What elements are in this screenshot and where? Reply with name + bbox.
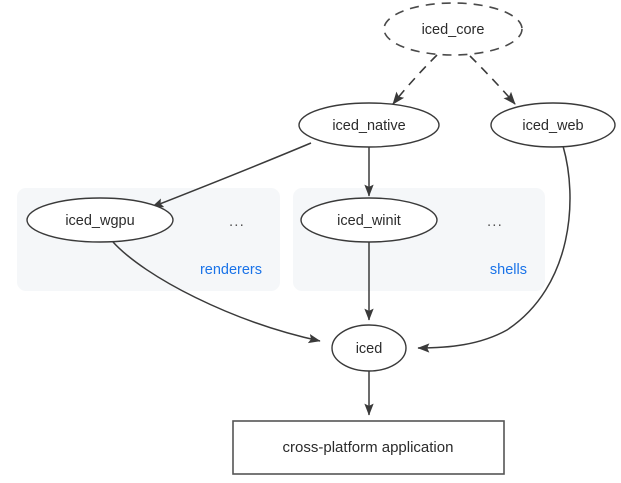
edge-iced-core-to-iced-web [469, 55, 516, 105]
node-iced-core-shape [383, 2, 523, 56]
node-iced-winit-shape [300, 197, 438, 243]
node-iced-web-shape [490, 102, 616, 148]
node-application[interactable]: cross-platform application [232, 420, 505, 475]
node-iced-native-label: iced_native [332, 118, 405, 134]
edge-iced-web-to-iced [417, 145, 571, 353]
node-iced-web[interactable]: iced_web [490, 102, 616, 148]
node-iced-winit[interactable]: iced_winit [300, 197, 438, 243]
node-iced-label: iced [356, 341, 383, 357]
node-application-shape [232, 420, 505, 475]
node-iced-core[interactable]: iced_core [383, 2, 523, 56]
edge-iced-core-to-iced-native [392, 54, 438, 105]
node-iced-winit-label: iced_winit [337, 213, 401, 229]
node-iced-web-label: iced_web [522, 118, 583, 134]
node-iced-shape [331, 324, 407, 372]
shells-ellipsis: ... [487, 213, 503, 230]
node-application-label: cross-platform application [283, 439, 454, 456]
edge-iced-wgpu-to-iced [112, 241, 321, 344]
cluster-shells-label: shells [490, 262, 527, 278]
edge-iced-native-to-iced-wgpu [151, 142, 312, 208]
node-iced[interactable]: iced [331, 324, 407, 372]
node-iced-wgpu[interactable]: iced_wgpu [26, 197, 174, 243]
node-iced-native[interactable]: iced_native [298, 102, 440, 148]
node-iced-native-shape [298, 102, 440, 148]
cluster-renderers-label: renderers [200, 262, 262, 278]
node-iced-wgpu-label: iced_wgpu [65, 213, 134, 229]
node-iced-wgpu-shape [26, 197, 174, 243]
node-iced-core-label: iced_core [422, 22, 485, 38]
renderers-ellipsis: ... [229, 213, 245, 230]
